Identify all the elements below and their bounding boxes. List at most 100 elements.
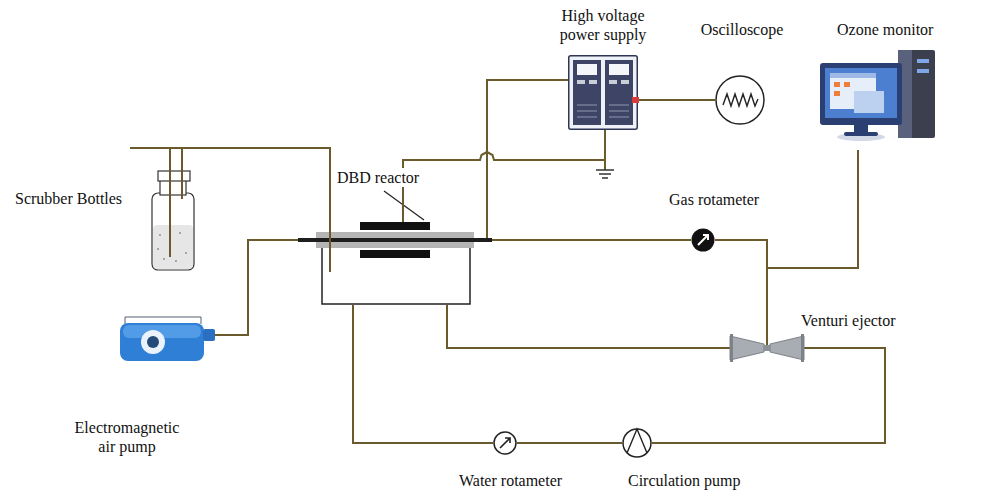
rotameter-symbol bbox=[494, 432, 516, 454]
liquid-dot bbox=[163, 258, 165, 260]
rotameter-needle bbox=[500, 438, 510, 448]
supply-button bbox=[621, 80, 629, 84]
pipe-line bbox=[353, 305, 493, 443]
equipment-node: Oscilloscope bbox=[715, 75, 765, 125]
screen-icon bbox=[834, 82, 840, 87]
equipment-node: Circulation pump bbox=[622, 428, 652, 458]
pc-tower bbox=[898, 50, 935, 138]
component-label: DBD reactor bbox=[336, 168, 420, 187]
pipe-line bbox=[652, 348, 885, 443]
pump-ring bbox=[141, 330, 165, 354]
supply-vent bbox=[577, 117, 597, 118]
pipe-line bbox=[492, 239, 691, 241]
suction-port bbox=[766, 334, 768, 345]
component-label: Circulation pump bbox=[627, 471, 741, 490]
pump-body bbox=[120, 323, 204, 361]
supply-vent bbox=[609, 111, 629, 112]
outer-electrode bbox=[360, 222, 430, 230]
equipment-icon bbox=[298, 222, 492, 305]
supply-vent bbox=[577, 105, 597, 106]
pump-symbol bbox=[623, 429, 651, 457]
venturi-flange bbox=[801, 334, 804, 362]
component-label: Gas rotameter bbox=[668, 190, 760, 209]
equipment-node: Scrubber Bottles bbox=[150, 165, 196, 272]
monitor-frame bbox=[820, 63, 902, 125]
rotameter-needle bbox=[698, 235, 708, 245]
pipe-line bbox=[487, 80, 568, 222]
rotameter-symbol bbox=[692, 229, 715, 252]
pump-frame bbox=[125, 317, 201, 324]
water-tank bbox=[322, 248, 470, 304]
hv-lead bbox=[486, 222, 488, 238]
supply-button bbox=[577, 80, 585, 84]
dip-tube bbox=[169, 165, 171, 257]
venturi-flange bbox=[730, 334, 733, 362]
pipe-line bbox=[715, 240, 767, 334]
pc-drive bbox=[917, 69, 929, 73]
supply-display bbox=[577, 64, 597, 75]
pipe-line bbox=[517, 442, 622, 444]
equipment-icon bbox=[115, 315, 215, 365]
supply-vent bbox=[609, 117, 629, 118]
inner-electrode bbox=[298, 238, 492, 242]
monitor-screen bbox=[825, 68, 897, 118]
vent-tube bbox=[181, 148, 183, 199]
liquid-dot bbox=[179, 232, 181, 234]
equipment-icon bbox=[715, 75, 765, 125]
venturi-throat bbox=[764, 345, 770, 351]
screen-icon bbox=[844, 82, 850, 87]
ground-symbol bbox=[599, 173, 611, 175]
equipment-icon bbox=[493, 431, 517, 455]
screen-window bbox=[854, 91, 884, 113]
waveform bbox=[723, 94, 758, 106]
supply-button bbox=[609, 80, 617, 84]
liquid-dot bbox=[157, 248, 159, 250]
gas-outlet-tube bbox=[329, 222, 331, 272]
ground-symbol bbox=[602, 177, 608, 179]
equipment-node: Venturi ejector bbox=[730, 334, 804, 362]
component-label: Oscilloscope bbox=[700, 20, 785, 39]
equipment-icon bbox=[150, 165, 196, 272]
supply-panel bbox=[573, 60, 601, 125]
component-label: Ozone monitor bbox=[836, 20, 934, 39]
pipe-line bbox=[638, 99, 715, 101]
pump-nozzle bbox=[203, 329, 215, 341]
screen-icon bbox=[834, 91, 840, 96]
vent-pipe bbox=[130, 147, 171, 149]
ground-symbol bbox=[596, 169, 614, 171]
oscilloscope-symbol bbox=[716, 76, 764, 124]
pipe-line bbox=[447, 305, 730, 348]
component-label: High voltage power supply bbox=[547, 6, 659, 44]
equipment-node: High voltage power supply bbox=[568, 55, 638, 130]
output-terminal bbox=[632, 97, 639, 103]
supply-vent bbox=[577, 111, 597, 112]
pipe-line bbox=[215, 240, 298, 335]
liquid-dot bbox=[185, 252, 187, 254]
equipment-node: Water rotameter bbox=[493, 431, 517, 455]
ground-wire bbox=[604, 160, 606, 170]
equipment-node: DBD reactor bbox=[298, 222, 492, 305]
equipment-icon bbox=[691, 228, 715, 252]
supply-button bbox=[589, 80, 597, 84]
venturi-cone bbox=[730, 336, 764, 360]
pump-center bbox=[147, 336, 159, 348]
equipment-node: Gas rotameter bbox=[691, 228, 715, 252]
pc-drive bbox=[917, 59, 929, 63]
scrubber-liquid bbox=[153, 225, 193, 269]
equipment-icon bbox=[622, 428, 652, 458]
component-label: Venturi ejector bbox=[800, 311, 897, 330]
supply-case bbox=[569, 56, 638, 130]
equipment-icon bbox=[568, 55, 638, 130]
supply-panel bbox=[605, 60, 633, 125]
outer-electrode bbox=[360, 250, 430, 258]
pipe-line bbox=[403, 130, 605, 222]
component-label: Water rotameter bbox=[458, 471, 563, 490]
venturi-cone bbox=[770, 336, 804, 360]
component-label: Electromagnetic air pump bbox=[67, 418, 187, 456]
equipment-icon bbox=[730, 334, 804, 362]
equipment-node: Ozone monitor bbox=[820, 45, 935, 150]
pump-impeller bbox=[627, 429, 647, 453]
equipment-icon bbox=[820, 45, 935, 150]
bottle-body bbox=[152, 193, 194, 270]
